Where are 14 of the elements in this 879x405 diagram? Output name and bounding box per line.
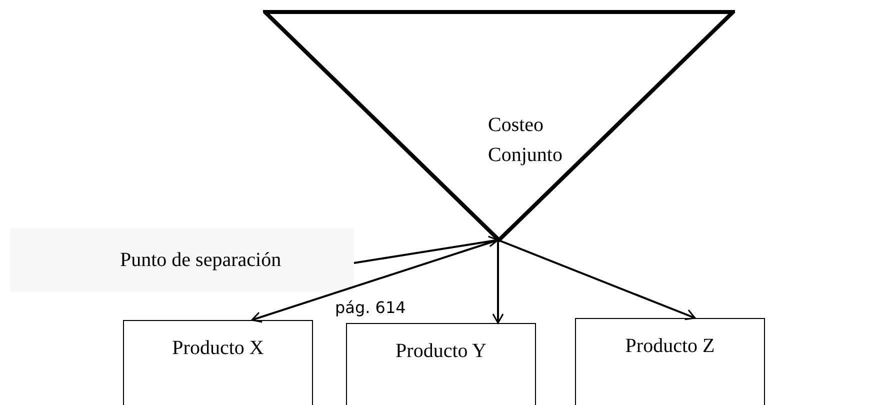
arrow — [498, 239, 696, 320]
arrow — [354, 236, 499, 264]
product-label: Producto Z — [625, 334, 715, 359]
inverted-triangle — [263, 10, 735, 242]
product-label: Producto X — [172, 336, 264, 361]
page-reference: pág. 614 — [333, 298, 408, 318]
product-label: Producto Y — [396, 339, 486, 364]
product-box — [123, 320, 313, 405]
callout-background — [10, 228, 354, 292]
arrow — [492, 240, 504, 324]
product-box — [575, 318, 765, 405]
product-box — [346, 323, 536, 405]
node-label: Costeo Conjunto — [488, 113, 564, 168]
callout-label: Punto de separación — [120, 248, 282, 273]
